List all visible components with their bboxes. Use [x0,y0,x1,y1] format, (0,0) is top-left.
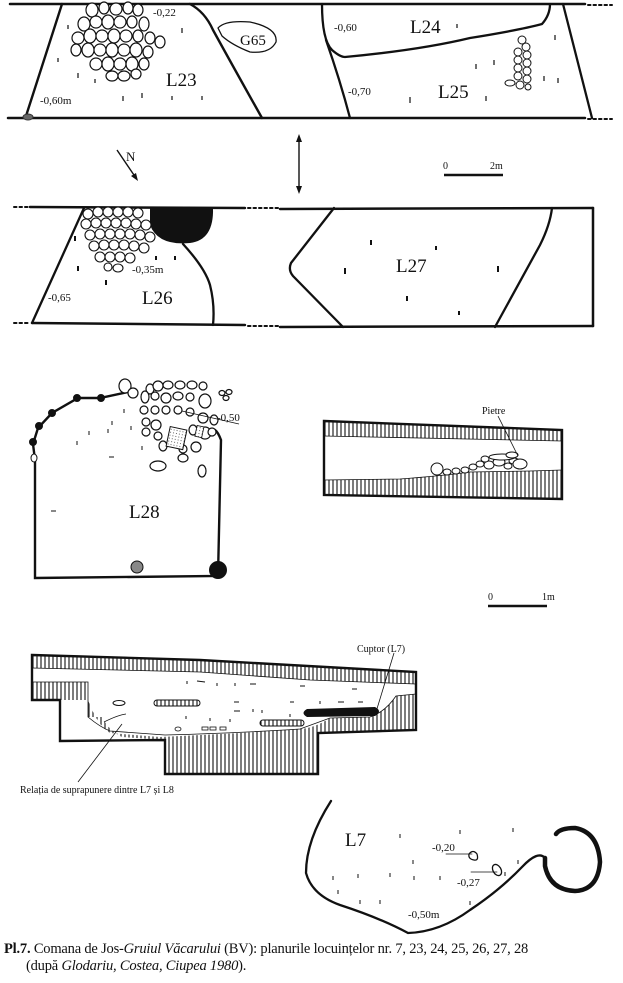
leader-line-l28 [181,410,240,425]
depth-l7-b: -0,27 [457,877,480,889]
svg-text:1m: 1m [542,592,555,603]
scale-bar-2m: 0 2m [443,161,503,177]
depth-l23-top: -0,22 [153,7,176,19]
post-holes-l28 [29,394,227,579]
depth-l25: -0,70 [348,86,371,98]
depth-l24: -0,60 [334,22,357,34]
plate-number: Pl.7. [4,941,31,957]
label-pietre: Pietre [482,406,506,417]
stone-cluster-l25 [504,35,532,91]
svg-text:0: 0 [443,161,448,172]
site-name: Gruiul Văcarului [123,941,221,957]
svg-text:0: 0 [488,592,493,603]
plan-middle-labels: L26 L27 -0,35m -0,65 [48,256,427,309]
plan-l28 [31,390,223,580]
depth-l23-left: -0,60m [40,95,72,107]
label-g65: G65 [240,33,266,49]
label-l27: L27 [396,256,427,277]
north-label: N [126,149,136,164]
label-l25: L25 [438,82,469,103]
label-l23: L23 [166,70,197,91]
relation-arrow-icon [296,134,302,194]
plan-l23-l25 [6,2,613,121]
label-cuptor: Cuptor (L7) [357,644,405,655]
depth-l26-left: -0,65 [48,292,71,304]
label-l7: L7 [345,830,366,851]
plan-top-labels: L23 G65 L24 L25 -0,22 -0,60m -0,60 -0,70 [40,7,469,107]
cuptor-oven-l7 [303,707,379,717]
north-arrow [116,149,138,181]
hearth-plate-small-l28 [194,425,205,439]
find-markers-middle [74,236,499,315]
stone-cluster-l26 [80,206,156,273]
depth-l26-inner: -0,35m [132,264,164,276]
caption-line-2: (după Glodariu, Costea, Ciupea 1980). [26,958,247,974]
label-l24: L24 [410,17,441,38]
section-l7-l8 [30,652,418,783]
svg-text:2m: 2m [490,161,503,172]
find-markers-top [57,24,559,103]
scale-bar-1m: 0 1m [488,592,555,608]
stone-cluster-l23 [70,1,166,82]
label-l26: L26 [142,288,173,309]
depth-l7-a: -0,20 [432,842,455,854]
depth-l28: -0,50 [217,412,240,424]
figure-caption: Pl.7. Comana de Jos-Gruiul Văcarului (BV… [4,941,623,975]
label-l28: L28 [129,502,160,523]
reference: Glodariu, Costea, Ciupea 1980 [61,958,239,974]
hearth-l26 [150,208,214,244]
depth-l7-floor: -0,50m [408,909,440,921]
find-markers-l28 [51,409,143,512]
section-pietre [322,415,564,501]
label-relation-l7-l8: Relația de suprapunere dintre L7 și L8 [20,785,174,796]
hearth-plate-l28 [165,425,188,451]
find-markers-l7 [332,828,519,905]
plan-l7 [304,799,603,935]
plan-l26-l27 [13,205,595,329]
caption-line-1: Pl.7. Comana de Jos-Gruiul Văcarului (BV… [4,941,529,957]
